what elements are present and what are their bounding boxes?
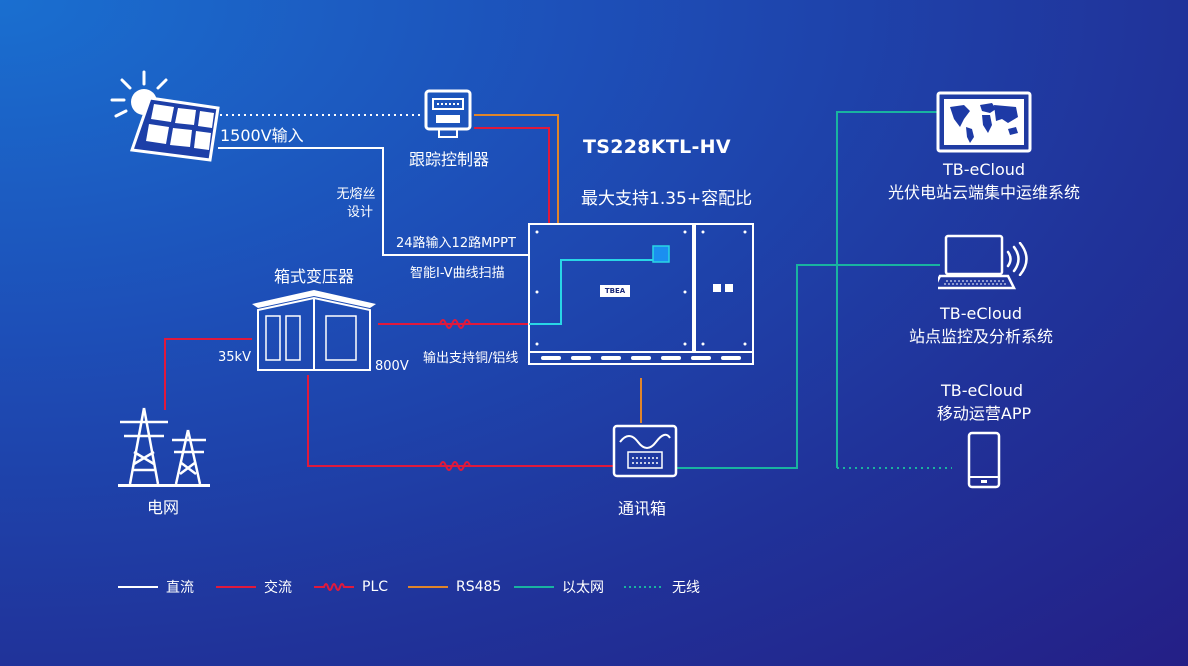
cloud-site-title: TB-eCloud: [939, 304, 1023, 323]
rs485-line-tracker: [474, 114, 559, 224]
ethernet-line-cloud: [836, 111, 937, 468]
solar-panel-icon: [110, 70, 220, 162]
cloud-mobile-title: TB-eCloud: [940, 381, 1024, 400]
legend-item-dc: 直流: [118, 576, 194, 598]
comm-box-label: 通讯箱: [617, 499, 667, 518]
inverter-icon: [528, 223, 754, 365]
legend-item-rs485: RS485: [408, 576, 501, 598]
legend: 直流 交流 PLC RS485 以太网 无线: [118, 576, 738, 598]
transformer-label: 箱式变压器: [273, 267, 355, 286]
ac-line-commbox: [307, 375, 614, 467]
legend-swatch-rs485: [408, 586, 448, 588]
transformer-icon: [252, 290, 376, 371]
mppt-label: 24路输入12路MPPT: [396, 236, 516, 251]
pv-input-label: 1500V输入: [220, 126, 304, 145]
comm-box-icon: [612, 424, 678, 478]
ethernet-line: [676, 264, 940, 469]
cloud-mobile-subtitle: 移动运营APP: [936, 404, 1032, 423]
output-cable-label: 输出支持铜/铝线: [423, 351, 519, 366]
ac-line-grid: [164, 338, 252, 410]
legend-item-ethernet: 以太网: [514, 576, 604, 598]
iv-curve-label: 智能I-V曲线扫描: [410, 266, 505, 281]
plc-coil-1: [439, 319, 471, 329]
mobile-phone-icon: [967, 431, 1001, 489]
legend-item-wireless: 无线: [624, 576, 700, 598]
inverter-model-title: TS228KTL-HV: [583, 136, 731, 158]
legend-label-plc: PLC: [362, 579, 389, 595]
transformer-lv-label: 800V: [375, 359, 409, 374]
inverter-logo: TBEA: [600, 285, 630, 297]
legend-swatch-plc: [314, 583, 354, 591]
legend-label-dc: 直流: [166, 580, 194, 596]
cloud-central-title: TB-eCloud: [942, 160, 1026, 179]
legend-swatch-dc: [118, 586, 158, 588]
grid-towers-icon: [118, 407, 210, 487]
ac-line-tracker: [474, 127, 550, 224]
legend-swatch-ac: [216, 586, 256, 588]
cloud-central-subtitle: 光伏电站云端集中运维系统: [887, 183, 1081, 202]
legend-label-ac: 交流: [264, 580, 292, 596]
laptop-icon: [938, 234, 1017, 290]
dc-line-pv-inverter: [218, 147, 528, 256]
fuse-label-line1: 无熔丝: [336, 187, 376, 202]
legend-label-ethernet: 以太网: [562, 580, 604, 596]
fuse-label-line2: 设计: [346, 205, 374, 220]
legend-swatch-wireless: [624, 586, 664, 588]
world-monitor-icon: [936, 91, 1032, 153]
legend-label-rs485: RS485: [456, 579, 502, 595]
legend-item-plc: PLC: [314, 576, 388, 598]
grid-label: 电网: [146, 498, 180, 517]
wifi-icon: [1006, 242, 1028, 276]
tracker-controller-icon: [424, 89, 472, 138]
cloud-site-subtitle: 站点监控及分析系统: [908, 327, 1054, 346]
plc-coil-2: [439, 461, 471, 471]
legend-label-wireless: 无线: [672, 580, 700, 596]
tracker-controller-label: 跟踪控制器: [408, 150, 490, 169]
legend-swatch-ethernet: [514, 586, 554, 588]
inverter-ratio-text: 最大支持1.35+容配比: [581, 189, 753, 209]
transformer-hv-label: 35kV: [218, 350, 251, 365]
legend-item-ac: 交流: [216, 576, 292, 598]
